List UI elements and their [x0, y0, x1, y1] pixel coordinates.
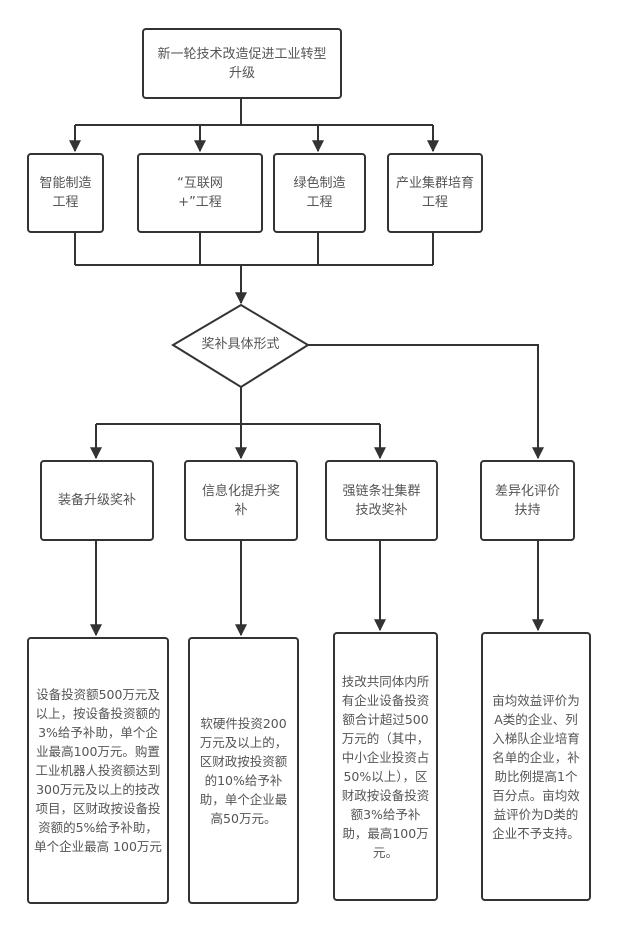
project-node-internet-plus: “互联网+”工程 — [137, 153, 263, 233]
project-label: 绿色制造工程 — [293, 176, 346, 210]
subsidy-node-chain-cluster: 强链条壮集群技改奖补 — [325, 460, 438, 541]
project-node-industrial-cluster: 产业集群培育工程 — [387, 153, 483, 233]
subsidy-node-equipment-upgrade: 装备升级奖补 — [40, 460, 154, 541]
detail-text: 技改共同体内所有企业设备投资额合计超过500万元的（其中，中小企业投资占50%以… — [341, 673, 430, 860]
detail-node-equipment-upgrade: 设备投资额500万元及以上，按设备投资额的3%给予补助，单个企业最高100万元。… — [27, 637, 169, 904]
detail-text: 设备投资额500万元及以上，按设备投资额的3%给予补助，单个企业最高100万元。… — [34, 687, 162, 854]
subsidy-label: 装备升级奖补 — [57, 493, 136, 508]
subsidy-node-differentiated-evaluation: 差异化评价扶持 — [480, 460, 575, 541]
root-node: 新一轮技术改造促进工业转型升级 — [142, 28, 342, 99]
detail-node-differentiated-evaluation: 亩均效益评价为A类的企业、列入梯队企业培育名单的企业，补助比例提高1个百分点。亩… — [481, 632, 591, 901]
detail-node-informatization: 软硬件投资200万元及以上的，区财政按投资额的10%给予补助，单个企业最高50万… — [188, 637, 299, 904]
detail-text: 软硬件投资200万元及以上的，区财政按投资额的10%给予补助，单个企业最高50万… — [199, 715, 288, 826]
project-node-smart-manufacturing: 智能制造工程 — [27, 153, 104, 233]
project-label: 产业集群培育工程 — [395, 176, 474, 210]
decision-label: 奖补具体形式 — [201, 337, 280, 352]
detail-text: 亩均效益评价为A类的企业、列入梯队企业培育名单的企业，补助比例提高1个百分点。亩… — [492, 692, 580, 841]
subsidy-label: 强链条壮集群技改奖补 — [342, 483, 421, 518]
subsidy-label: 信息化提升奖补 — [201, 483, 280, 518]
project-node-green-manufacturing: 绿色制造工程 — [273, 153, 366, 233]
subsidy-node-informatization: 信息化提升奖补 — [184, 460, 298, 541]
root-label: 新一轮技术改造促进工业转型升级 — [157, 46, 327, 81]
detail-node-chain-cluster: 技改共同体内所有企业设备投资额合计超过500万元的（其中，中小企业投资占50%以… — [333, 632, 438, 901]
project-label: “互联网+”工程 — [177, 176, 223, 210]
project-label: 智能制造工程 — [39, 176, 92, 210]
subsidy-label: 差异化评价扶持 — [494, 483, 560, 518]
connector-decision-right — [308, 344, 544, 460]
